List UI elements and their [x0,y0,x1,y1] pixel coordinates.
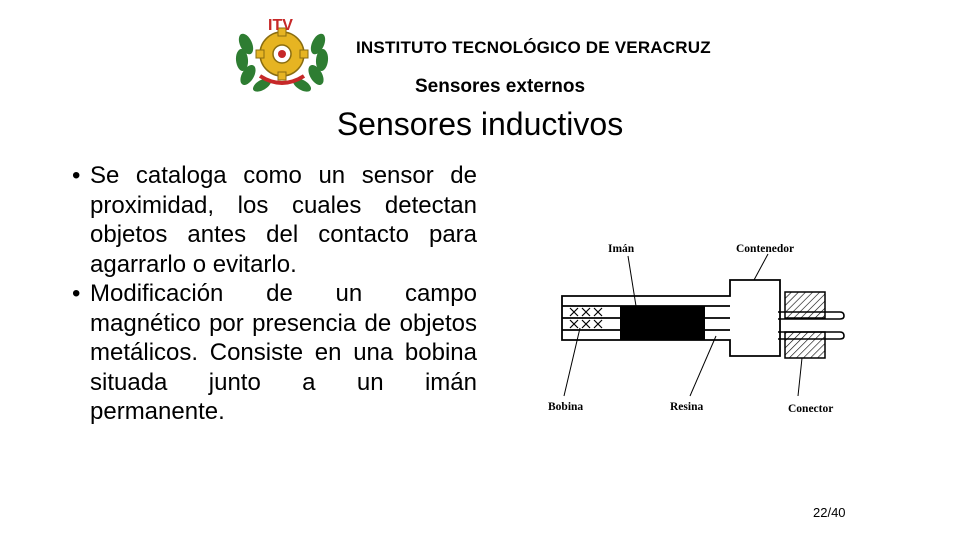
label-contenedor: Contenedor [736,243,794,255]
slide-title: Sensores inductivos [336,106,624,142]
logo-text: ITV [268,17,293,34]
page-number: 22/40 [813,505,846,520]
label-iman: Imán [608,243,635,255]
label-conector: Conector [788,403,833,415]
connector-top [784,291,826,319]
itv-logo: ITV [235,17,329,92]
institution-name: INSTITUTO TECNOLÓGICO DE VERACRUZ [356,38,711,57]
inductive-sensor-diagram: Imán Contenedor Bobina Resina Conector [548,243,845,415]
section-subtitle: Sensores externos [414,76,586,97]
magnet-block [620,306,705,340]
label-bobina: Bobina [548,401,583,413]
connector-bottom [784,331,826,359]
connector-pins [778,311,845,340]
bullet-list: Se cataloga como un sensor de proximidad… [72,161,477,427]
coil-windings [569,307,603,329]
bullet-item: Se cataloga como un sensor de proximidad… [72,161,477,279]
bullet-item: Modificación de un campo magnético por p… [72,279,477,427]
label-resina: Resina [670,401,703,413]
gear-icon [255,27,309,81]
